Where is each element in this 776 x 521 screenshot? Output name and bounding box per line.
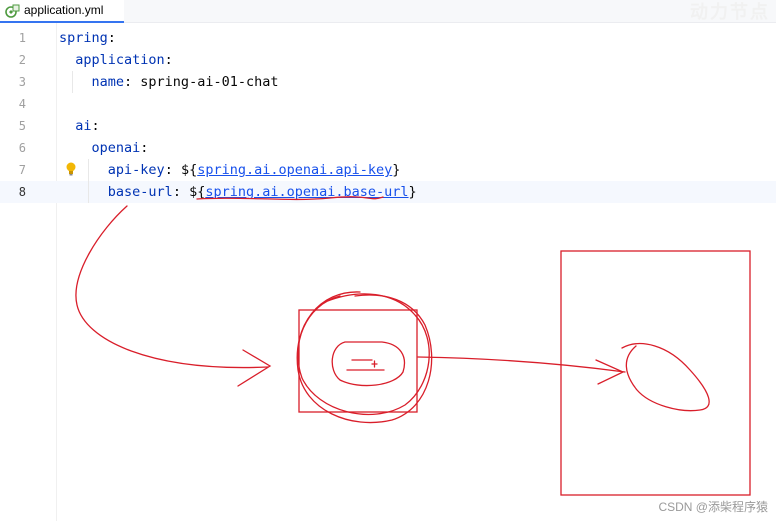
code-line-5[interactable]: ai: [75, 118, 100, 134]
yaml-file-icon [5, 4, 20, 18]
arrow-curve-left [75, 205, 269, 369]
top-watermark: 动力节点 [690, 2, 770, 22]
yaml-key: spring [59, 30, 108, 46]
line-number: 7 [18, 163, 26, 177]
indent-guide [88, 159, 89, 203]
yaml-key: name [91, 74, 125, 90]
yaml-value: spring-ai-01-chat [140, 74, 279, 90]
yaml-key: api-key [107, 162, 165, 178]
yaml-key: application [75, 52, 165, 68]
code-line-7[interactable]: api-key: ${spring.ai.openai.api-key} [107, 162, 401, 178]
yaml-key: openai [91, 140, 141, 156]
yaml-key: base-url [107, 184, 173, 200]
line-number: 1 [18, 31, 26, 45]
active-tab-indicator [0, 21, 124, 23]
line-number: 5 [18, 119, 26, 133]
inner-shape [331, 341, 406, 387]
editor-tab-bar: application.yml 动力节点 [0, 0, 776, 23]
line-number: 3 [18, 75, 26, 89]
arrow-head-right [595, 359, 625, 385]
inner-mark [371, 360, 378, 368]
line-number: 8 [18, 185, 26, 199]
middle-circle-2 [297, 293, 430, 416]
line-number: 4 [18, 97, 26, 111]
middle-box [298, 309, 418, 413]
tab-application-yml[interactable]: application.yml [0, 0, 124, 23]
tab-label: application.yml [24, 3, 104, 17]
line-number-gutter [0, 23, 57, 521]
indent-guide [72, 71, 73, 93]
right-box [560, 250, 751, 496]
arrow-head-left [237, 349, 272, 387]
arrow-to-right [417, 356, 626, 373]
line-number: 6 [18, 141, 26, 155]
middle-circle-1 [296, 291, 433, 424]
csdn-watermark: CSDN @添柴程序猿 [658, 500, 768, 514]
property-reference[interactable]: spring.ai.openai.base-url [205, 184, 409, 200]
code-line-2[interactable]: application: [75, 52, 173, 68]
right-ellipse [621, 342, 710, 412]
code-line-3[interactable]: name: spring-ai-01-chat [91, 74, 279, 90]
line-number: 2 [18, 53, 26, 67]
code-line-8[interactable]: base-url: ${spring.ai.openai.base-url} [107, 184, 417, 200]
lightbulb-icon[interactable] [64, 161, 78, 177]
property-reference[interactable]: spring.ai.openai.api-key [197, 162, 393, 178]
yaml-key: ai [75, 118, 92, 134]
code-line-1[interactable]: spring: [59, 30, 116, 46]
current-line-highlight [0, 181, 776, 203]
code-line-6[interactable]: openai: [91, 140, 149, 156]
